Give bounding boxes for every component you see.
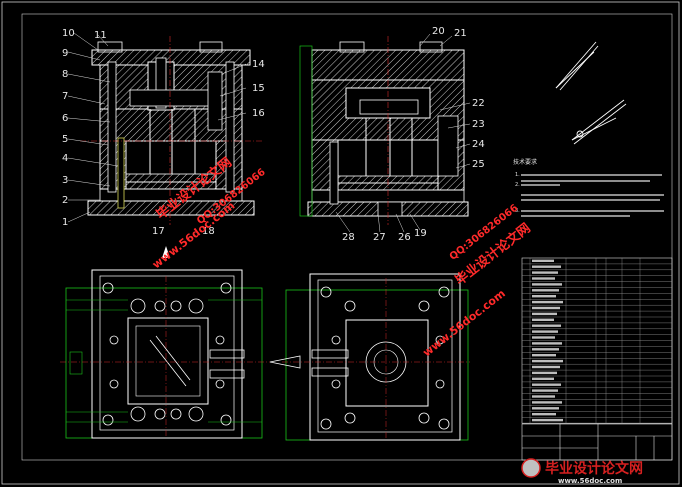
bom-cell-text: [532, 330, 558, 333]
part-number-25: 25: [472, 159, 485, 170]
bom-cell-text: [532, 413, 556, 416]
inner-frame: [21, 13, 673, 461]
bom-cell-text: [532, 324, 561, 327]
bom-cell-text: [532, 300, 563, 304]
part-number-27: 27: [373, 232, 386, 243]
watermark-url-right: www.56doc.com: [420, 287, 508, 359]
bom-cell-text: [532, 295, 556, 298]
part-number-11: 11: [94, 30, 107, 41]
bom-cell-text: [532, 289, 559, 292]
note-line-3: 3.: [515, 208, 520, 214]
bom-table: [521, 257, 673, 424]
part-number-18: 18: [202, 226, 215, 237]
bom-cell-text: [532, 312, 557, 316]
left-section-view: [67, 32, 262, 225]
part-number-26: 26: [398, 232, 411, 243]
part-number-4: 4: [62, 153, 68, 164]
right-plan-view: [269, 273, 470, 441]
part-number-7: 7: [62, 91, 68, 102]
left-plan-view: [60, 246, 270, 439]
bom-cell-text: [532, 401, 562, 404]
part-number-9: 9: [62, 48, 68, 59]
bom-cell-text: [532, 271, 558, 274]
note-line-2: 2.: [515, 182, 520, 188]
part-number-23: 23: [472, 119, 485, 130]
bom-cell-text: [532, 383, 561, 386]
part-number-16: 16: [252, 108, 265, 119]
bom-cell-text: [532, 283, 562, 286]
part-number-10: 10: [62, 28, 75, 39]
bom-cell-text: [532, 407, 559, 410]
bom-cell-text: [532, 354, 556, 357]
bom-cell-text: [532, 395, 555, 398]
bom-cell-text: [532, 348, 559, 351]
bom-cell-text: [532, 277, 555, 280]
watermark-right: 毕业设计论文网 www.56doc.com QQ:306826066: [420, 203, 533, 360]
note-line-1: 1.: [515, 172, 520, 178]
bom-cell-text: [532, 365, 560, 369]
part-number-14: 14: [252, 59, 265, 70]
bom-cell-text: [532, 418, 563, 422]
part-number-3: 3: [62, 175, 68, 186]
technical-notes: 技术要求 1. 2. 3.: [513, 158, 664, 217]
notes-title: 技术要求: [513, 158, 537, 166]
bom-cell-text: [532, 265, 561, 268]
part-number-28: 28: [342, 232, 355, 243]
footer-logo: 毕业设计论文网 www.56doc.com: [521, 458, 643, 485]
right-section-view: [299, 33, 471, 233]
bom-cell-text: [532, 359, 563, 363]
part-number-22: 22: [472, 98, 485, 109]
title-block: [521, 423, 673, 461]
bom-cell-text: [532, 377, 554, 380]
bom-cell-text: [532, 259, 554, 262]
part-number-17: 17: [152, 226, 165, 237]
part-number-15: 15: [252, 83, 265, 94]
part-number-24: 24: [472, 139, 485, 150]
part-number-2: 2: [62, 195, 68, 206]
footer-url: www.56doc.com: [558, 477, 622, 485]
bom-cell-text: [532, 318, 554, 321]
part-numbers: 10 11 9 8 7 6 5 4 3 2 1 17 18 20 21 14 1…: [62, 26, 485, 243]
footer-brand: 毕业设计论文网: [545, 460, 643, 477]
bom-cell-text: [532, 336, 555, 339]
logo-emblem-icon: [521, 458, 541, 478]
bom-cell-text: [532, 342, 562, 345]
part-number-6: 6: [62, 113, 68, 124]
part-number-8: 8: [62, 69, 68, 80]
bom-cell-text: [532, 306, 560, 310]
product-sketch: [555, 41, 627, 145]
part-number-1: 1: [62, 217, 68, 228]
part-number-21: 21: [454, 28, 467, 39]
part-number-5: 5: [62, 134, 68, 145]
part-number-20: 20: [432, 26, 445, 37]
bom-cell-text: [532, 371, 557, 375]
part-number-19: 19: [414, 228, 427, 239]
bom-cell-text: [532, 389, 558, 392]
